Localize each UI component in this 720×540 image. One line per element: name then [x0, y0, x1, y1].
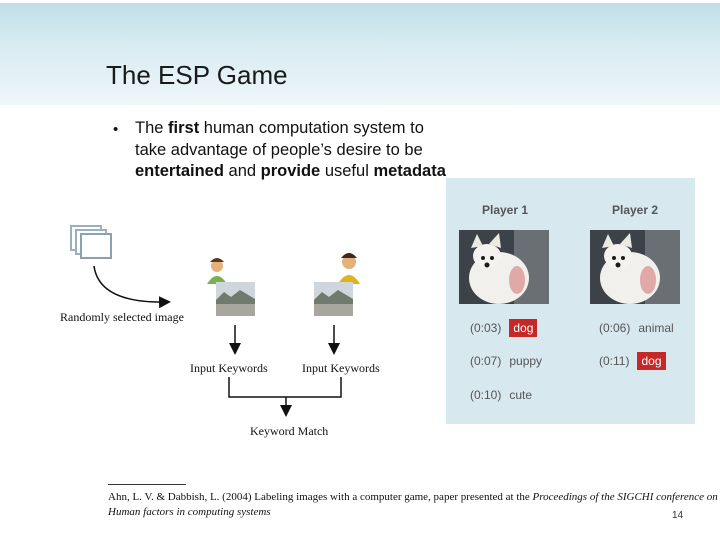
guess-word: cute [509, 388, 533, 402]
player-2-guess: (0:06) animal [599, 321, 674, 335]
guess-word-matched: dog [637, 352, 666, 370]
guess-time: (0:06) [599, 321, 631, 335]
player-1-guess: (0:07) puppy [470, 354, 542, 368]
dog-photo-player-2 [590, 230, 680, 304]
dog-image [459, 230, 549, 304]
guess-time: (0:07) [470, 354, 502, 368]
footnote-citation: Ahn, L. V. & Dabbish, L. (2004) Labeling… [108, 490, 718, 520]
dog-image [590, 230, 680, 304]
bullet-part: The [135, 119, 169, 137]
bullet-part-bold: entertained [135, 162, 224, 180]
guess-time: (0:03) [470, 321, 502, 335]
footnote-rule [108, 484, 186, 485]
bullet-part-bold: provide [260, 162, 321, 180]
page-number: 14 [672, 510, 684, 521]
bullet-part: and [223, 162, 261, 180]
person-right-icon [338, 253, 360, 284]
landscape-image-left [216, 282, 255, 316]
header-band [0, 0, 720, 105]
bullet-part-bold: metadata [373, 162, 446, 180]
dog-photo-player-1 [459, 230, 549, 304]
guess-time: (0:10) [470, 388, 502, 402]
player-2-guess: (0:11) dog [599, 352, 666, 370]
curved-arrow [93, 265, 171, 309]
bullet-part: human computation system to take advanta… [135, 119, 424, 159]
input-keywords-left: Input Keywords [190, 361, 268, 375]
bullet-part-bold: first [168, 119, 200, 137]
bullet-text: The first human computation system to ta… [135, 118, 455, 183]
citation-text: Ahn, L. V. & Dabbish, L. (2004) Labeling… [108, 491, 533, 503]
landscape-image-right [314, 282, 353, 316]
guess-word-matched: dog [509, 319, 538, 337]
citation-venue: Proceedings of the SIGCHI conference on … [108, 491, 718, 518]
player-1-guess: (0:03) dog [470, 319, 538, 337]
guess-time: (0:11) [599, 354, 630, 368]
bullet-marker: • [113, 121, 119, 138]
player-2-label: Player 2 [612, 203, 659, 217]
bracket-connector [228, 377, 342, 398]
image-stack-icon [70, 225, 112, 259]
slide-title: The ESP Game [106, 60, 288, 90]
bullet-part: useful [320, 162, 374, 180]
player-1-label: Player 1 [482, 203, 529, 217]
guess-word: puppy [509, 354, 543, 368]
input-keywords-right: Input Keywords [302, 361, 380, 375]
person-left-icon [207, 258, 227, 284]
keyword-match-label: Keyword Match [250, 424, 329, 438]
randomly-selected-label: Randomly selected image [60, 310, 184, 324]
guess-word: animal [638, 321, 674, 335]
game-screenshot-panel: Player 1 Player 2 [446, 178, 695, 424]
player-1-guess: (0:10) cute [470, 388, 532, 402]
